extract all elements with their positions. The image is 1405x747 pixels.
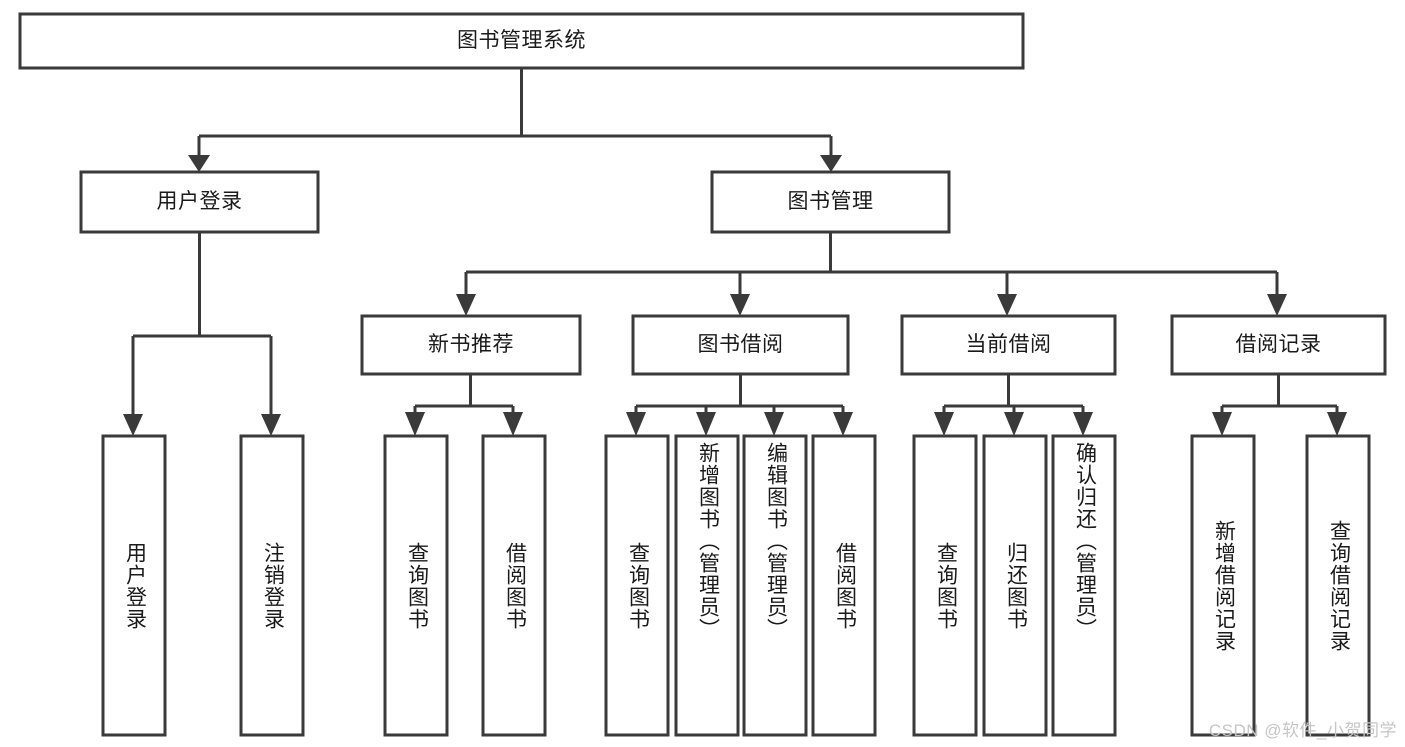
node-box-login[interactable] [79,170,320,234]
arrowhead-records-leaf-12 [1212,412,1232,436]
node-box-leaf-10[interactable] [982,434,1048,737]
arrowhead-records-leaf-13 [1327,412,1347,436]
node-box-leaf-7[interactable] [742,434,808,737]
arrowhead-to-records [1267,294,1287,316]
connector-login-bus [131,232,273,420]
arrowhead-current-leaf-9 [934,412,954,436]
arrowhead-borrow-leaf-5 [626,412,646,436]
node-box-leaf-11[interactable] [1051,434,1117,737]
arrowhead-to-current [997,294,1017,316]
arrowhead-borrow-leaf-8 [833,412,853,436]
arrowhead-to-login [188,155,210,172]
connector-newbook-bus [413,374,515,420]
node-box-leaf-9[interactable] [912,434,978,737]
node-box-leaf-13[interactable] [1305,434,1371,737]
arrowhead-borrow-leaf-6 [696,412,716,436]
node-box-leaf-12[interactable] [1190,434,1256,737]
arrowhead-to-borrow [730,294,750,316]
node-box-records[interactable] [1170,314,1387,376]
node-box-leaf-1[interactable] [101,434,167,737]
arrowhead-current-leaf-11 [1073,412,1093,436]
arrowhead-borrow-leaf-7 [764,412,784,436]
node-box-leaf-3[interactable] [383,434,449,737]
node-box-borrow[interactable] [631,314,850,376]
arrowhead-newbook-leaf-4 [503,412,523,436]
connector-bookmgmt-bus [464,232,1279,299]
connector-root-bus [197,68,833,157]
arrowhead-to-newbook [456,294,476,316]
arrowhead-to-bookmgmt [820,155,842,172]
node-box-bookmgmt[interactable] [710,170,951,234]
watermark-text: CSDN @软件_小贺同学 [1208,721,1397,740]
node-box-leaf-8[interactable] [811,434,877,737]
arrowhead-login-leaf-2 [261,414,281,436]
connector-records-bus [1220,374,1339,420]
arrowhead-current-leaf-10 [1004,412,1024,436]
node-box-root[interactable] [18,12,1025,70]
node-box-leaf-5[interactable] [604,434,670,737]
arrowhead-newbook-leaf-3 [405,412,425,436]
node-box-leaf-6[interactable] [674,434,740,737]
node-box-newbook[interactable] [360,314,582,376]
arrowhead-login-leaf-1 [123,414,143,436]
node-box-current[interactable] [900,314,1117,376]
node-box-leaf-4[interactable] [481,434,547,737]
connector-borrow-bus [634,374,845,420]
node-box-leaf-2[interactable] [239,434,305,737]
